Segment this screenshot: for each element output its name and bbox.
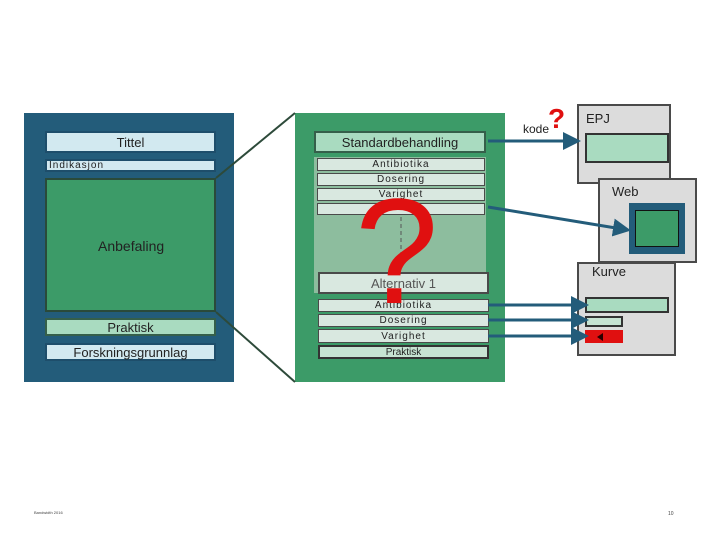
top-row-antibiotics: Antibiotika bbox=[317, 158, 485, 171]
bottom-row-dosage-label: Dosering bbox=[379, 315, 428, 326]
page-number: 10 bbox=[668, 511, 674, 517]
play-reverse-icon bbox=[597, 333, 603, 341]
top-row-duration-label: Varighet bbox=[378, 189, 424, 200]
top-row-antibiotics-label: Antibiotika bbox=[372, 159, 430, 170]
web-content bbox=[629, 203, 685, 254]
big-question-mark: ? bbox=[355, 167, 439, 335]
bottom-row-duration: Varighet bbox=[318, 329, 489, 343]
recommendation-label: Anbefaling bbox=[98, 238, 165, 254]
bottom-row-practical: Praktisk bbox=[318, 345, 489, 359]
practical-label: Praktisk bbox=[107, 319, 154, 335]
web-label: Web bbox=[612, 184, 639, 199]
research-label: Forskningsgrunnlag bbox=[73, 344, 188, 360]
code-label: kode bbox=[523, 122, 550, 136]
bottom-row-duration-label: Varighet bbox=[381, 330, 426, 342]
web-content-inner bbox=[635, 210, 679, 247]
bottom-row-antibiotics: Antibiotika bbox=[318, 299, 489, 312]
recommendation-box bbox=[45, 178, 216, 312]
epj-field bbox=[585, 133, 669, 163]
bottom-row-antibiotics-label: Antibiotika bbox=[374, 300, 433, 311]
zoom-line-top bbox=[215, 112, 296, 179]
indication-box: Indikasjon bbox=[45, 159, 216, 172]
top-row-dosage-label: Dosering bbox=[376, 174, 426, 185]
epj-label: EPJ bbox=[586, 111, 610, 126]
top-row-empty bbox=[317, 203, 485, 215]
arrow-to-web bbox=[487, 205, 631, 237]
standard-treatment-label: Standardbehandling bbox=[341, 134, 459, 150]
research-box: Forskningsgrunnlag bbox=[45, 343, 216, 361]
code-question-mark: ? bbox=[548, 103, 566, 134]
zoom-line-bottom bbox=[215, 311, 296, 383]
alternative-box: Alternativ 1 bbox=[318, 272, 489, 294]
practical-box: Praktisk bbox=[45, 318, 216, 336]
title-label: Tittel bbox=[116, 134, 145, 150]
kurve-alert bbox=[585, 330, 623, 343]
standard-treatment-box: Standardbehandling bbox=[314, 131, 486, 153]
footer-left-text: Bandwidth 2016 bbox=[34, 510, 63, 515]
top-row-dosage: Dosering bbox=[317, 173, 485, 186]
bottom-row-practical-label: Praktisk bbox=[385, 346, 422, 358]
top-row-duration: Varighet bbox=[317, 188, 485, 201]
title-box: Tittel bbox=[45, 131, 216, 153]
indication-label: Indikasjon bbox=[49, 160, 105, 171]
kurve-label: Kurve bbox=[592, 264, 626, 279]
alternative-label: Alternativ 1 bbox=[370, 275, 437, 291]
